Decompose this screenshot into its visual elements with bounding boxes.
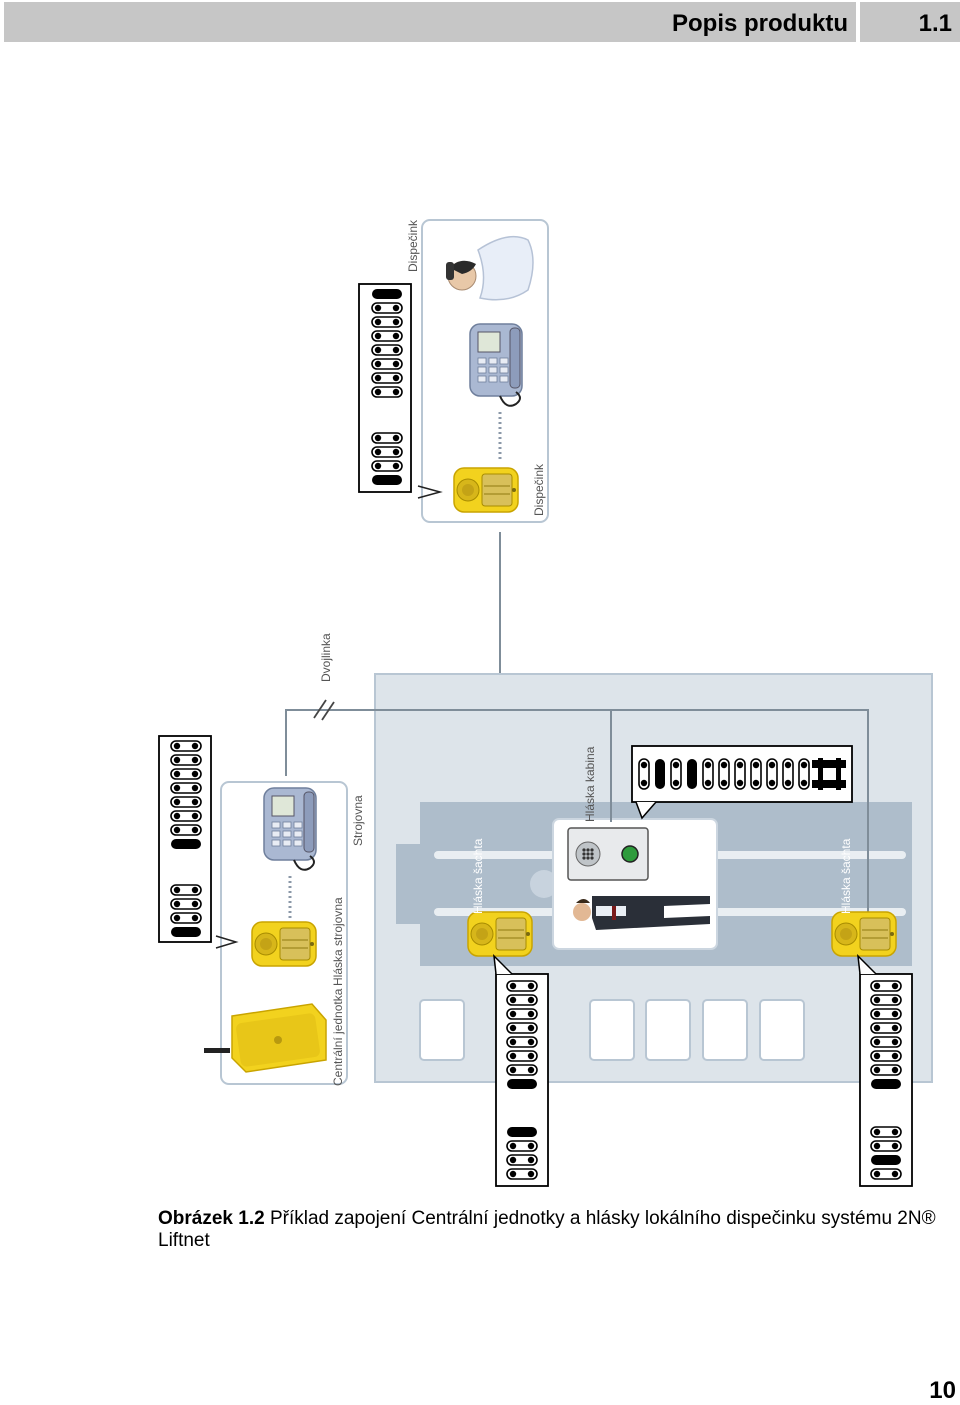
label-dispecink-box: Dispečink <box>532 463 546 516</box>
shaft-intercom-right-icon <box>831 911 897 957</box>
passenger-person-icon <box>573 896 710 930</box>
page-header: Popis produktu 1.1 <box>4 2 960 42</box>
label-hlaska-sachta-right: Hláska šachta <box>839 838 853 914</box>
label-strojovna: Strojovna <box>351 795 365 846</box>
label-hlaska-sachta-left: Hláska šachta <box>471 838 485 914</box>
central-unit-liftnet-icon <box>204 1003 327 1073</box>
connection-diagram: Dispečink Dispečink <box>158 219 933 1187</box>
label-dvojlinka: Dvojlinka <box>319 633 333 682</box>
machine-room-intercom-icon <box>251 921 317 967</box>
shaft-right-switch-strip <box>870 980 902 1180</box>
label-hlaska-kabina: Hláska kabina <box>583 746 597 822</box>
cabin-intercom-icon <box>567 827 649 881</box>
header-section-number: 1.1 <box>860 2 960 42</box>
label-hlaska-strojovna: Hláska strojovna <box>331 897 345 986</box>
figure-caption-label: Obrázek 1.2 <box>158 1208 265 1229</box>
shaft-intercom-left-icon <box>467 911 533 957</box>
dispatch-switch-strip <box>371 289 403 485</box>
shaft-left-switch-strip <box>506 980 538 1180</box>
header-title: Popis produktu <box>4 2 856 42</box>
figure-caption-text: Příklad zapojení Centrální jednotky a hl… <box>158 1208 936 1251</box>
figure-caption: Obrázek 1.2 Příklad zapojení Centrální j… <box>158 1208 938 1252</box>
machine-room-phone-icon <box>263 787 317 871</box>
label-centralni-jednotka: Centrální jednotka <box>331 988 345 1086</box>
operator-person-icon <box>446 235 534 301</box>
cabin-switch-strip <box>638 758 846 790</box>
desk-phone-icon <box>469 323 523 407</box>
page-number: 10 <box>929 1377 956 1404</box>
dispatch-intercom-icon <box>453 467 519 513</box>
label-dispecink-top: Dispečink <box>406 219 420 272</box>
